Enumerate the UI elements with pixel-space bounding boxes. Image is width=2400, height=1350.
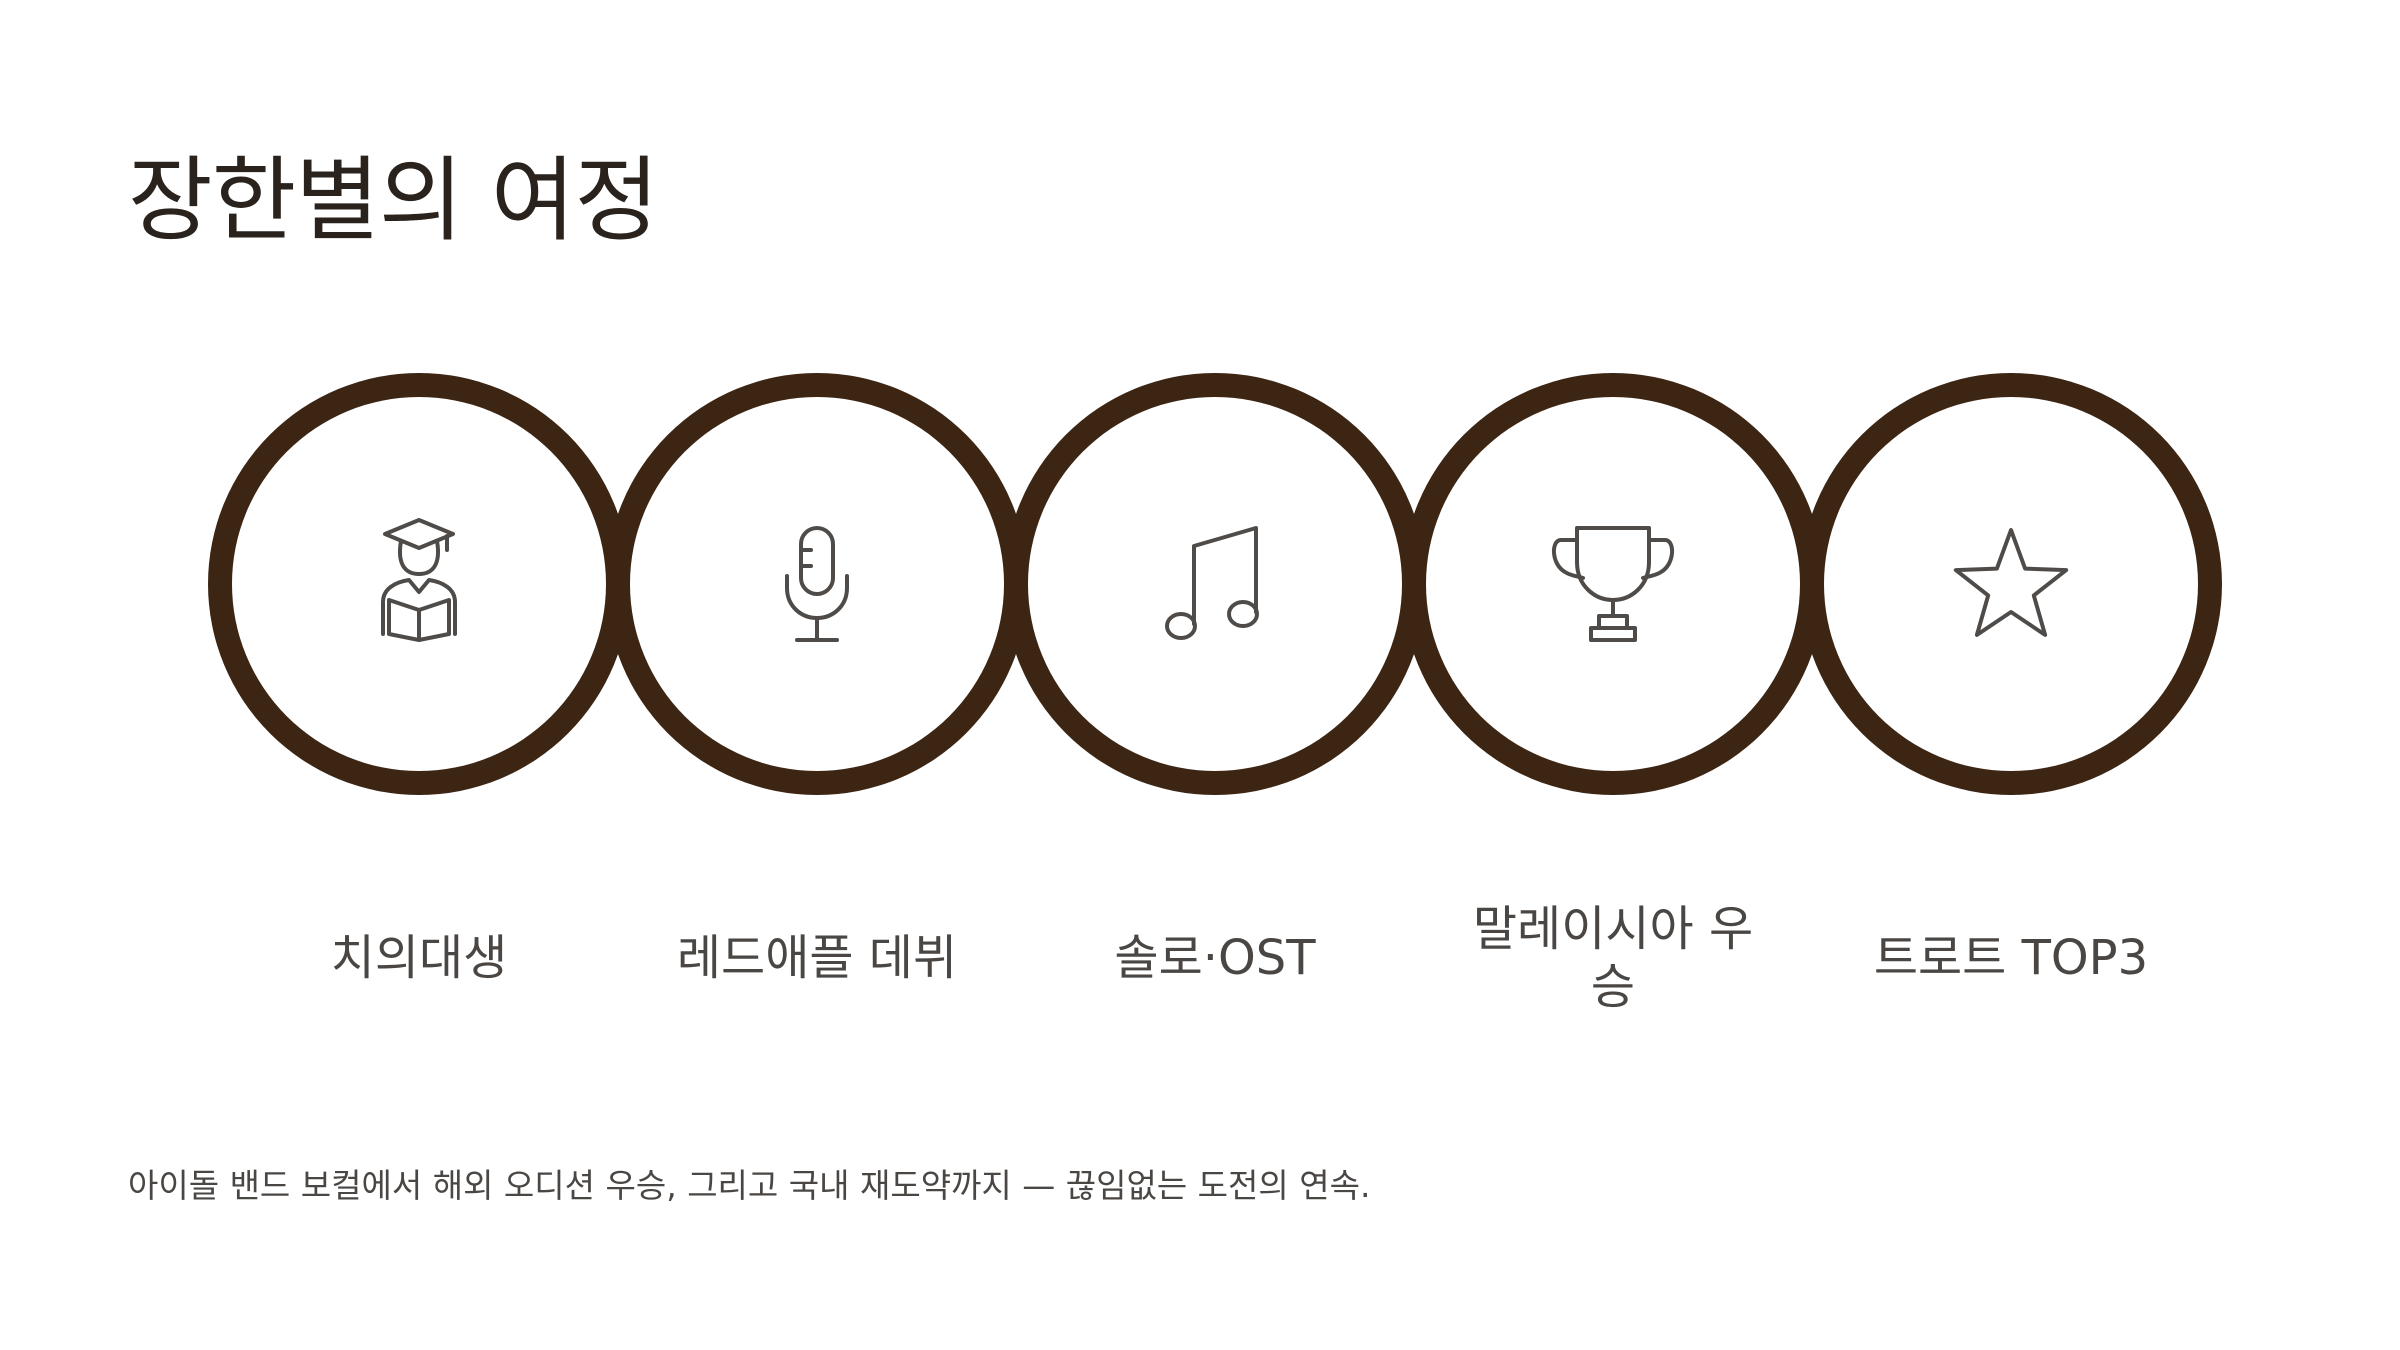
ring-inner-5	[1824, 397, 2198, 771]
ring-inner-2	[630, 397, 1004, 771]
connector-arrow-3	[1375, 474, 1455, 694]
step-label-2: 레드애플 데뷔	[676, 930, 958, 986]
star-icon	[1953, 528, 2069, 637]
connector-arrow-1	[579, 474, 659, 694]
ring-inner-1	[232, 397, 606, 771]
page-title: 장한별의 여정	[128, 147, 659, 254]
ring-inner-3	[1028, 397, 1402, 771]
graduate-reading-icon	[381, 518, 457, 642]
step-label-3: 솔로·OST	[1114, 930, 1316, 986]
step-label-1: 치의대생	[330, 930, 508, 986]
footer-caption: 아이돌 밴드 보컬에서 해외 오디션 우승, 그리고 국내 재도약까지 — 끊임…	[128, 1166, 1371, 1205]
icons-layer	[381, 518, 2069, 642]
connector-arrow-4	[1773, 474, 1853, 694]
music-note-icon	[1165, 526, 1259, 640]
step-label-5: 트로트 TOP3	[1873, 930, 2149, 986]
rings-layer	[208, 373, 2222, 795]
trophy-icon	[1552, 526, 1674, 642]
connector-arrow-2	[977, 474, 1057, 694]
step-label-4: 말레이시아 우 승	[1472, 901, 1754, 1015]
microphone-icon	[785, 526, 849, 642]
ring-inner-4	[1426, 397, 1800, 771]
